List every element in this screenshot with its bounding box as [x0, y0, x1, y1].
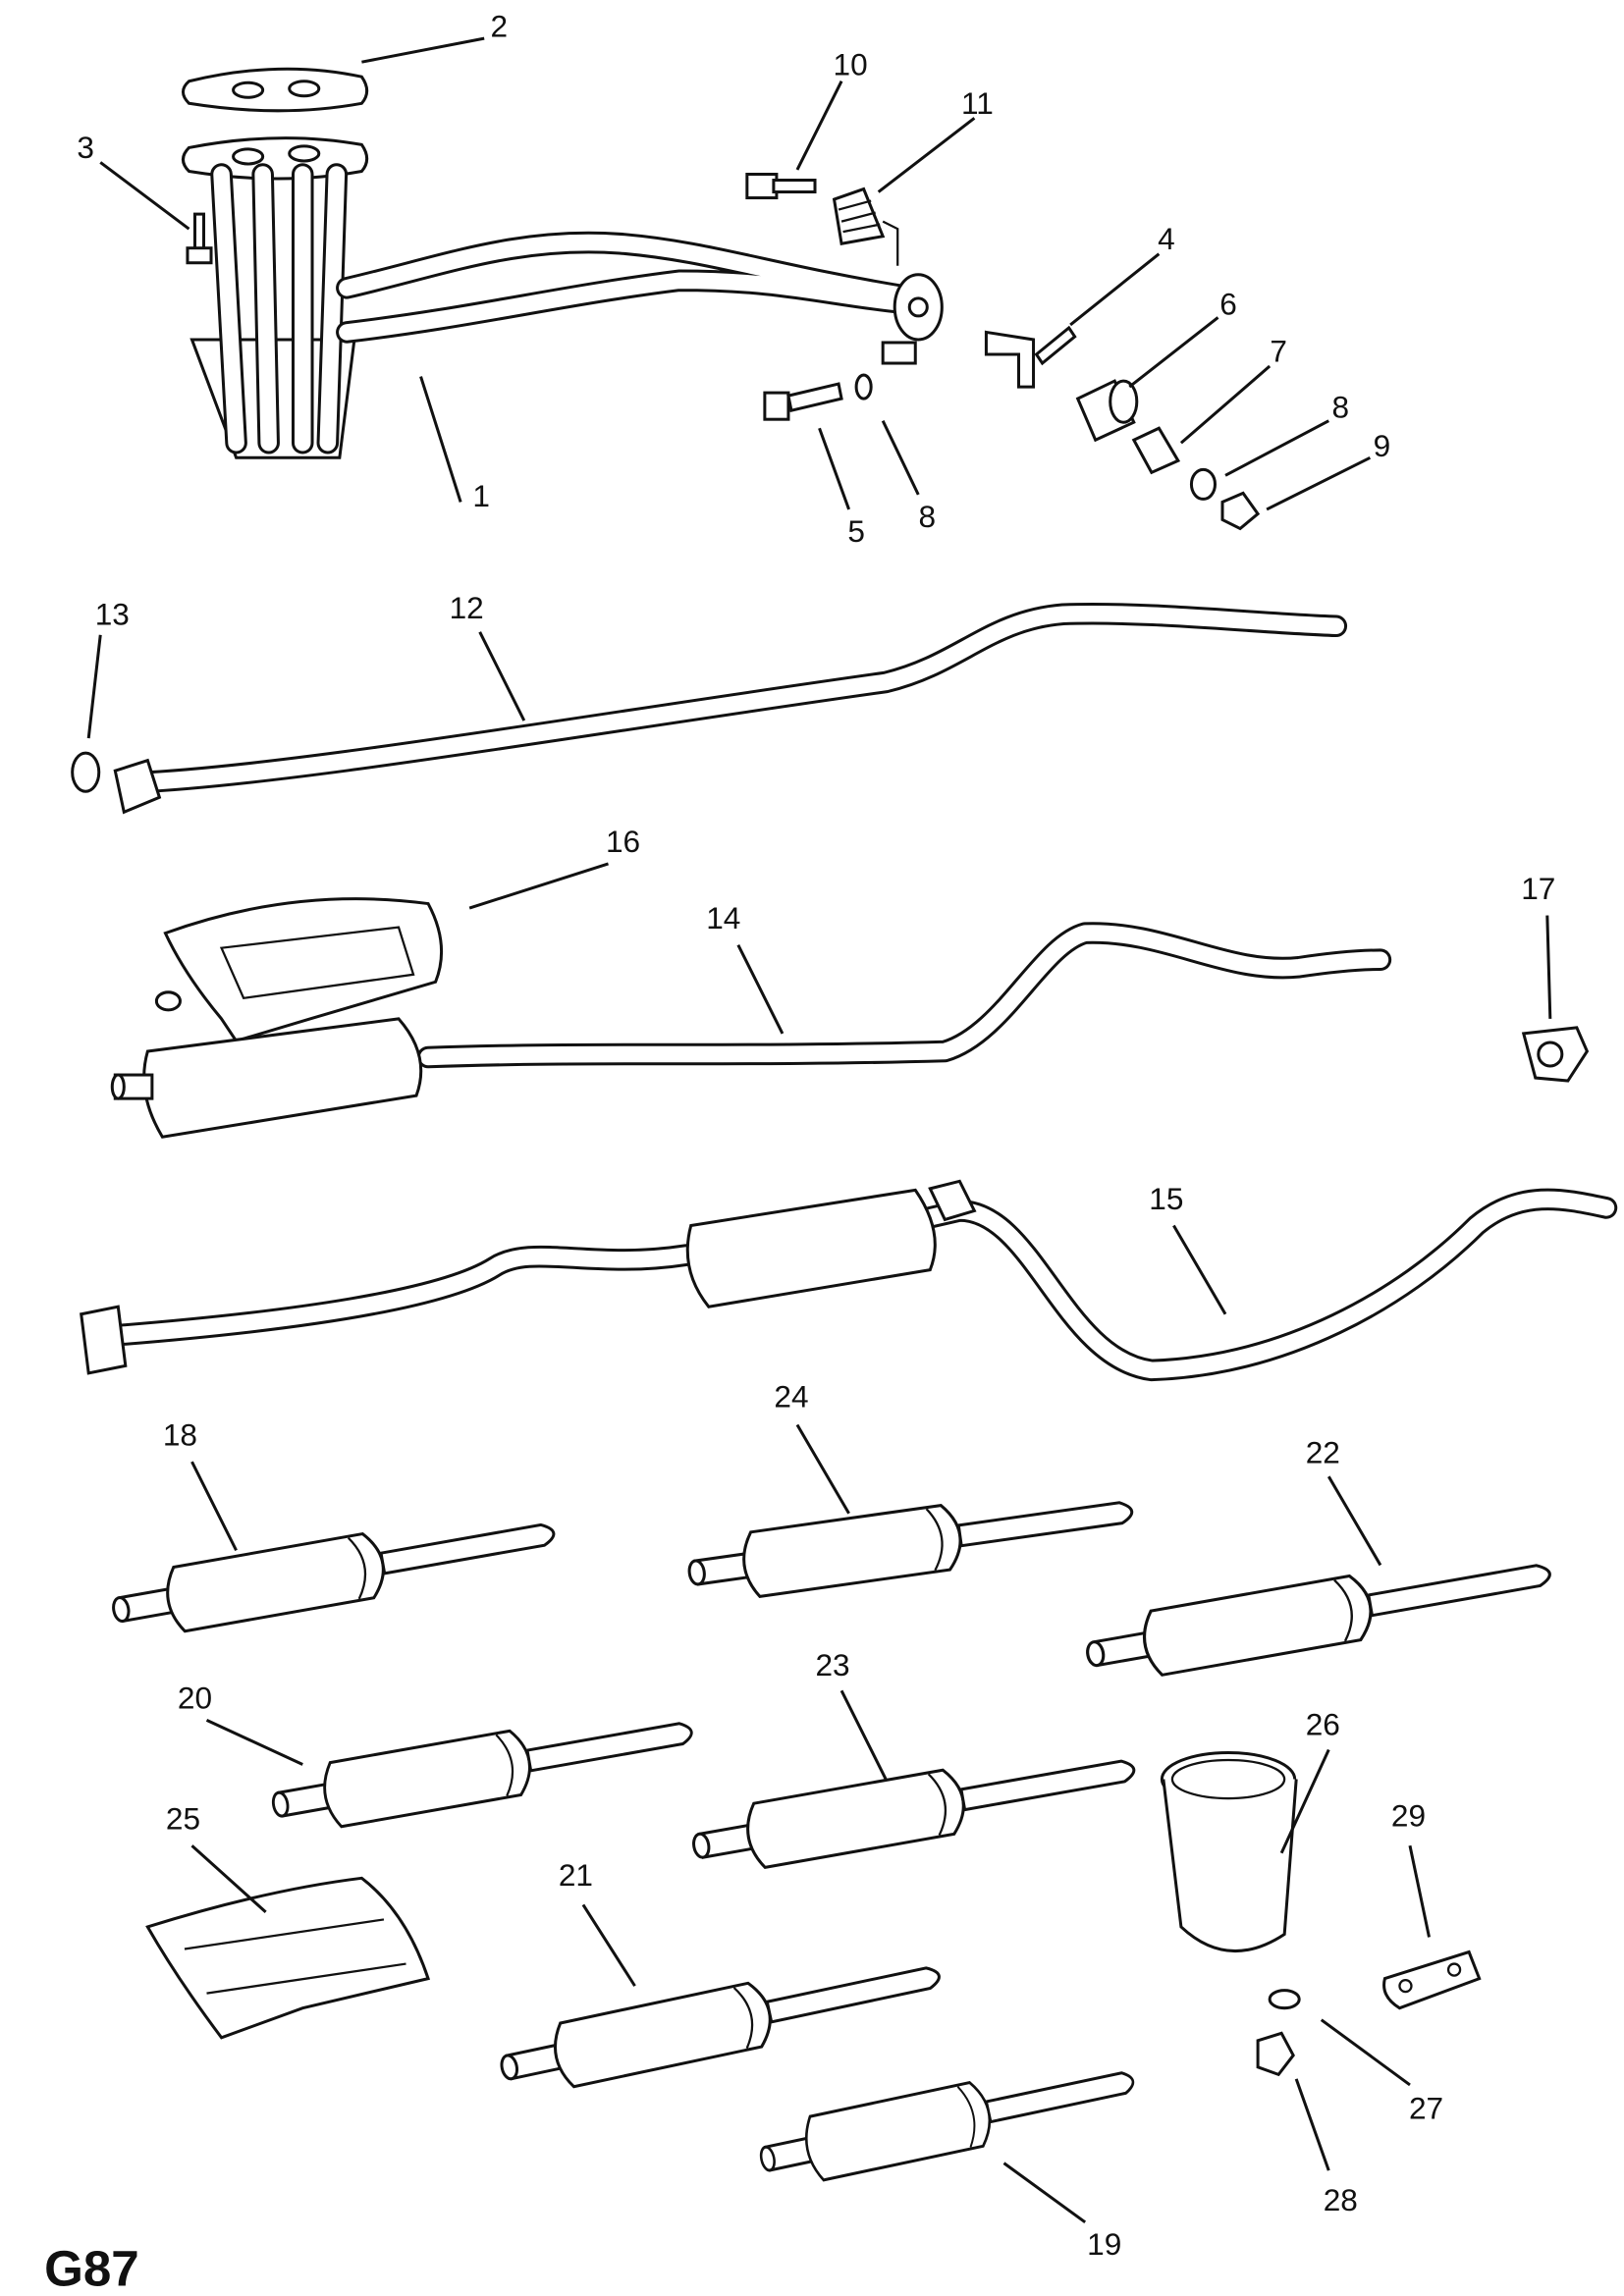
callout-9: 9 [1374, 428, 1391, 463]
part-8-washer [854, 373, 1217, 501]
callout-22: 22 [1306, 1435, 1340, 1470]
part-28-nut [1256, 2031, 1295, 2077]
pipe-inner-line [213, 166, 346, 452]
callout-28: 28 [1324, 2182, 1358, 2217]
part-20-rear-silencer [266, 1698, 699, 1840]
callout-8b: 8 [1332, 390, 1350, 425]
callout-16: 16 [606, 824, 640, 859]
part-24-rear-silencer [683, 1477, 1138, 1608]
part-3-bolt [186, 212, 213, 265]
part-11-spring [832, 187, 899, 266]
callout-14: 14 [706, 900, 740, 935]
callout-2: 2 [490, 9, 508, 44]
callout-29: 29 [1391, 1798, 1426, 1834]
callout-27: 27 [1409, 2090, 1443, 2125]
pipe-inner-line [339, 234, 909, 341]
part-2-gasket [181, 67, 369, 113]
callout-25: 25 [166, 1801, 200, 1837]
pipe-inner-line [128, 605, 1345, 791]
part-1-exhaust-manifold [181, 136, 944, 459]
part-18-rear-silencer [106, 1499, 562, 1644]
part-29-mounting-rubber [1382, 1949, 1482, 2010]
part-14-centre-pipe-with-silencer [110, 922, 1392, 1139]
callout-13: 13 [95, 596, 130, 631]
callout-7: 7 [1270, 334, 1287, 369]
callout-23: 23 [815, 1647, 849, 1682]
part-19-rear-silencer [753, 2048, 1142, 2194]
leader-lines [86, 36, 1552, 2224]
callout-8a: 8 [919, 499, 937, 534]
part-15-complete-exhaust [80, 1179, 1618, 1382]
part-5-bolt [763, 382, 843, 421]
callout-5: 5 [847, 513, 865, 549]
callout-11: 11 [961, 85, 994, 121]
part-4-bracket [984, 325, 1077, 389]
callout-15: 15 [1149, 1181, 1183, 1216]
callout-6: 6 [1219, 286, 1237, 321]
part-26-clamp [1160, 1750, 1298, 1952]
callout-12: 12 [450, 590, 484, 625]
callout-1: 1 [472, 478, 490, 513]
part-6-rubber-mount [1075, 379, 1139, 443]
callout-17: 17 [1521, 871, 1555, 906]
callout-labels: 1 2 3 4 5 6 7 8 8 9 10 11 12 13 14 15 16… [44, 9, 1555, 2296]
callout-18: 18 [163, 1417, 197, 1453]
part-7-sleeve [1131, 426, 1181, 475]
part-13-gasket-ring [71, 751, 101, 793]
part-17-mounting-rubber [1521, 1026, 1590, 1083]
callout-10: 10 [834, 47, 868, 82]
part-27-washer [1268, 1989, 1301, 2010]
part-25-heat-shield [145, 1876, 431, 2040]
callout-20: 20 [178, 1680, 212, 1715]
pipe-inner-line [419, 925, 1389, 1066]
callout-24: 24 [774, 1378, 808, 1414]
part-22-rear-silencer [1080, 1539, 1557, 1689]
part-16-heat-shield [154, 897, 444, 1043]
callout-26: 26 [1306, 1706, 1340, 1741]
callout-21: 21 [559, 1857, 593, 1893]
pipe-inner-line [94, 1191, 1615, 1379]
part-12-front-pipe [113, 602, 1348, 815]
callout-19: 19 [1087, 2226, 1121, 2262]
diagram-code: G87 [44, 2240, 139, 2296]
callout-3: 3 [77, 130, 94, 165]
part-10-stud [745, 172, 817, 200]
part-21-rear-silencer [494, 1942, 947, 2103]
part-23-rear-silencer [686, 1735, 1142, 1881]
callout-4: 4 [1158, 221, 1175, 256]
part-9-nut [1220, 491, 1261, 531]
